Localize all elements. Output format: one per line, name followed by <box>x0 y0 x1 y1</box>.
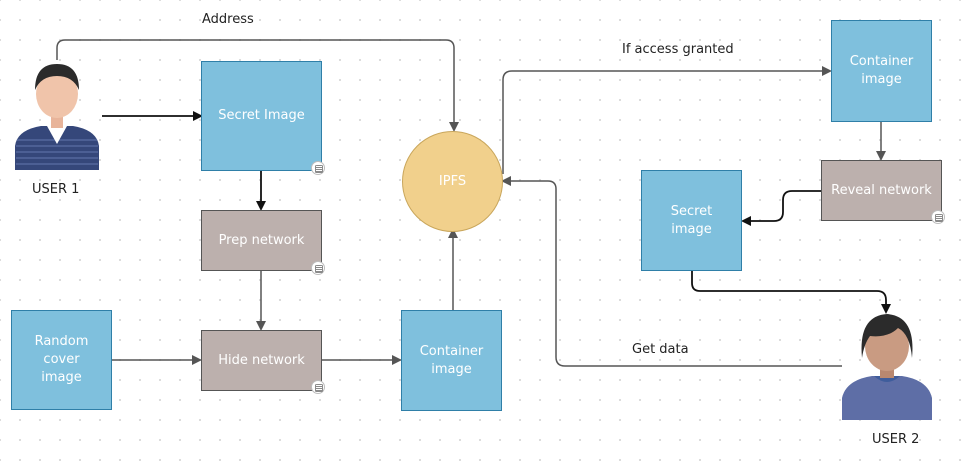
user2-avatar <box>840 310 934 422</box>
edge-reveal-to-secret <box>741 190 821 226</box>
ipfs-node[interactable]: IPFS <box>402 131 503 232</box>
database-icon <box>311 380 325 394</box>
reveal-network-label: Reveal network <box>831 182 932 198</box>
database-icon <box>311 161 325 175</box>
edge-label-get-data: Get data <box>632 342 689 357</box>
container-image-right-node[interactable]: Container image <box>831 20 932 122</box>
prep-network-label: Prep network <box>218 232 305 248</box>
secret-image-label: Secret Image <box>218 108 305 123</box>
edge-address <box>56 39 459 132</box>
edge-access-granted <box>502 66 832 174</box>
user1-label: USER 1 <box>32 182 80 197</box>
container-image-right-label: Container image <box>849 54 914 87</box>
edge-label-address: Address <box>202 12 254 27</box>
random-cover-image-node[interactable]: Random cover image <box>11 310 112 410</box>
random-cover-image-label: Random cover image <box>34 334 89 385</box>
secret-image-2-label: Secret image <box>670 203 713 237</box>
edge-label-access-granted: If access granted <box>622 42 734 57</box>
user2-label: USER 2 <box>872 432 920 447</box>
secret-image-2-node[interactable]: Secret image <box>641 170 742 271</box>
container-image-left-node[interactable]: Container image <box>401 310 502 411</box>
edge-get-data <box>501 176 842 367</box>
database-icon <box>931 210 945 224</box>
hide-network-node[interactable]: Hide network <box>201 330 322 391</box>
container-image-left-label: Container image <box>419 343 484 377</box>
reveal-network-node[interactable]: Reveal network <box>821 160 942 221</box>
ipfs-label: IPFS <box>438 174 467 189</box>
prep-network-node[interactable]: Prep network <box>201 210 322 271</box>
edge-secret-to-user2 <box>691 271 891 314</box>
user1-avatar <box>11 60 103 172</box>
secret-image-node[interactable]: Secret Image <box>201 61 322 171</box>
database-icon <box>311 261 325 275</box>
hide-network-label: Hide network <box>218 352 305 368</box>
